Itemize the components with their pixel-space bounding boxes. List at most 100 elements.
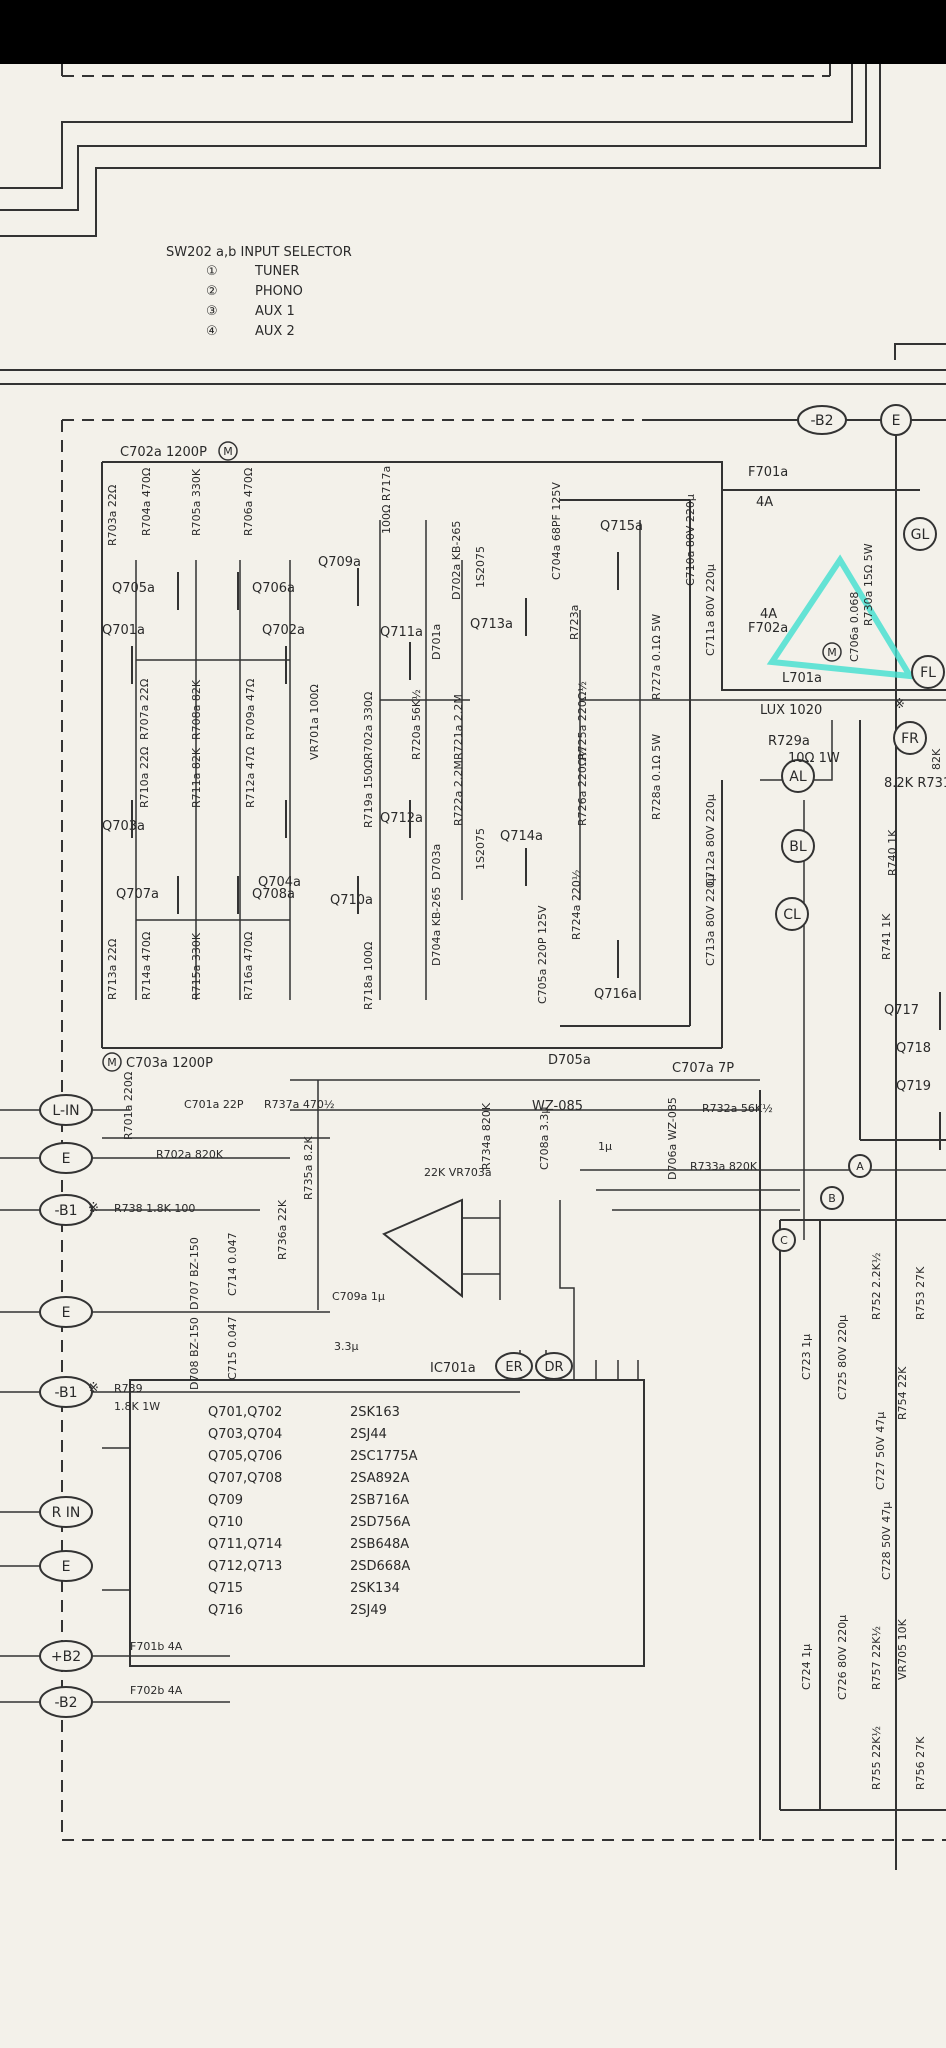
s1s2075-label-1: 1S2075 (474, 546, 487, 588)
c714-label: C714 0.047 (226, 1232, 239, 1296)
parts-ref-9: Q715 (208, 1581, 243, 1596)
opamp-ic701a (382, 1198, 501, 1300)
r704a-label: R704a 470Ω (140, 468, 153, 536)
c704a-label: C704a 68PF 125V (550, 482, 563, 580)
terminal-e-3: E (62, 1559, 71, 1575)
q714a-label: Q714a (500, 829, 543, 844)
r715a-label: R715a 330K (190, 932, 203, 1000)
r732a-label: R732a 56K½ (702, 1102, 773, 1115)
parts-part-1: 2SK163 (350, 1405, 400, 1420)
r709a-label: R709a 47Ω (244, 679, 257, 740)
q718-label: Q718 (896, 1041, 931, 1056)
r722a-label: R722a 2.2M (452, 760, 465, 826)
r724a-label: R724a 220½ (570, 869, 583, 940)
q705a-label: Q705a (112, 581, 155, 596)
r737a-label: R737a 470½ (264, 1098, 335, 1111)
d706a-label: D706a WZ-085 (666, 1097, 679, 1180)
lux-label: LUX 1020 (760, 703, 822, 718)
selector-num-3: ③ (206, 304, 218, 319)
r714a-label: R714a 470Ω (140, 932, 153, 1000)
power-rails (101, 461, 946, 1840)
parts-part-2: 2SJ44 (350, 1427, 387, 1442)
r723a-label: R723a (568, 605, 581, 640)
vr705-label: VR705 10K (896, 1618, 909, 1680)
parts-part-4: 2SA892A (350, 1471, 409, 1486)
c711a-label: C711a 80V 220μ (704, 564, 717, 656)
vr701a-label: VR701a 100Ω (308, 684, 321, 760)
r739-value: 1.8K 1W (114, 1400, 160, 1413)
q706a-label: Q706a (252, 581, 295, 596)
r728a-label: R728a 0.1Ω 5W (650, 734, 663, 820)
d703a-label: D703a (430, 844, 443, 880)
r725a-label: R725a 220Ω½ (576, 681, 589, 760)
r720a-label: R720a 56K½ (410, 689, 423, 760)
vr703a-label: 22K VR703a (424, 1166, 492, 1179)
f701a-label: F701a (748, 465, 788, 480)
r736a-label: R736a 22K (276, 1199, 289, 1260)
parts-ref-3: Q705,Q706 (208, 1449, 282, 1464)
parts-part-5: 2SB716A (350, 1493, 409, 1508)
parts-ref-6: Q710 (208, 1515, 243, 1530)
parts-table: Q701,Q702 2SK163 Q703,Q704 2SJ44 Q705,Q7… (208, 1405, 418, 1618)
c723-label: C723 1μ (800, 1334, 813, 1380)
c712a-label: C712a 80V 220μ (704, 794, 717, 886)
parts-ref-4: Q707,Q708 (208, 1471, 282, 1486)
d707-label: D707 BZ-150 (188, 1237, 201, 1310)
r705a-label: R705a 330K (190, 468, 203, 536)
d701a-label: D701a (430, 624, 443, 660)
r729a-label: R729a (768, 734, 810, 749)
c728-label: C728 50V 47μ (880, 1502, 893, 1580)
terminal-b2-plus: +B2 (51, 1649, 81, 1665)
f702b-label: F702b 4A (130, 1684, 183, 1697)
parts-part-8: 2SD668A (350, 1559, 410, 1574)
r752-label: R752 2.2K½ (870, 1252, 883, 1320)
q711a-label: Q711a (380, 625, 423, 640)
component-labels: C702a 1200P M R703a 22Ω R704a 470Ω R705a… (88, 441, 946, 1790)
parts-ref-1: Q701,Q702 (208, 1405, 282, 1420)
r754-label: R754 22K (896, 1366, 909, 1420)
r739-label: R739 (114, 1382, 143, 1395)
r727a-label: R727a 0.1Ω 5W (650, 614, 663, 700)
l701a-label: L701a (782, 671, 822, 686)
r713a-label: R713a 22Ω (106, 939, 119, 1000)
m-mark-3: M (107, 1056, 117, 1069)
selector-num-1: ① (206, 264, 218, 279)
c709a-label: C709a 1μ (332, 1290, 385, 1303)
junction-c: C (780, 1234, 788, 1247)
q717-label: Q717 (884, 1003, 919, 1018)
selector-title: SW202 a,b INPUT SELECTOR (166, 245, 352, 260)
r734a-label: R734a 820K (480, 1102, 493, 1170)
parts-table-box (102, 1350, 645, 1667)
q709a-label: Q709a (318, 555, 361, 570)
terminal-al: AL (789, 769, 807, 785)
c705a-label: C705a 220P 125V (536, 905, 549, 1004)
s1s2075-label-2: 1S2075 (474, 828, 487, 870)
terminal-er: ER (505, 1360, 522, 1375)
r701a-label: R701a 220Ω (122, 1072, 135, 1140)
q719-label: Q719 (896, 1079, 931, 1094)
terminal-cl: CL (783, 907, 801, 923)
c701a-label: C701a 22P (184, 1098, 244, 1111)
r707a-label: R707a 22Ω (138, 679, 151, 740)
f702a-value: 4A (760, 607, 777, 622)
r712a-label: R712a 47Ω (244, 747, 257, 808)
r726a-label: R726a 220Ω½ (576, 747, 589, 826)
d704a-label: D704a KB-265 (430, 887, 443, 966)
schematic-diagram: SW202 a,b INPUT SELECTOR ① TUNER ② PHONO… (0, 64, 946, 1870)
selector-label-1: TUNER (254, 264, 299, 279)
highlight-triangle-mark (766, 554, 916, 680)
selector-num-4: ④ (206, 324, 218, 339)
q704a-label: Q704a (258, 875, 301, 890)
terminal-top-b2: -B2 (810, 413, 833, 429)
parts-ref-5: Q709 (208, 1493, 243, 1508)
parts-part-6: 2SD756A (350, 1515, 410, 1530)
terminal-top-e: E (892, 413, 901, 429)
wz085-label: WZ-085 (532, 1099, 583, 1114)
r719a-label: R719a 150Ω (362, 760, 375, 828)
parts-ref-2: Q703,Q704 (208, 1427, 282, 1442)
transistor-labels: Q705a Q706a Q701a Q702a Q703a Q704a Q707… (102, 519, 931, 1094)
r741-label: R741 1K (880, 913, 893, 960)
parts-part-7: 2SB648A (350, 1537, 409, 1552)
input-selector-legend: SW202 a,b INPUT SELECTOR ① TUNER ② PHONO… (166, 245, 352, 339)
